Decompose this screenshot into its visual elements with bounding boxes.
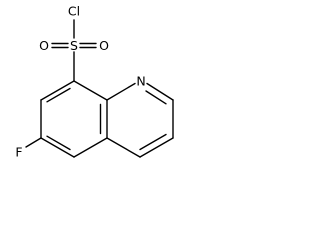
pyridine-ring bbox=[106, 82, 174, 158]
bond-c8-c8a bbox=[73, 80, 108, 101]
sulfonyl-chloride-group bbox=[51, 19, 97, 82]
chemical-structure: Cl S O O N F bbox=[15, 4, 174, 160]
bond-c3-c4 bbox=[139, 137, 174, 158]
bond-c8-c7-inner bbox=[46, 87, 71, 103]
atom-label-oxygen-right: O bbox=[99, 38, 109, 53]
bond-c8a-n bbox=[106, 82, 136, 101]
atom-label-sulfur: S bbox=[70, 38, 78, 53]
bond-c6-f bbox=[25, 137, 42, 148]
atom-label-nitrogen: N bbox=[136, 74, 145, 89]
benzene-ring bbox=[40, 80, 108, 158]
atom-label-fluorine: F bbox=[15, 145, 22, 160]
atom-label-chlorine: Cl bbox=[68, 4, 80, 19]
bond-c3-c4-inner bbox=[139, 133, 167, 151]
bond-n-c2 bbox=[146, 82, 174, 101]
bond-c6-c5-inner bbox=[46, 135, 71, 151]
bond-n-c2-inner bbox=[145, 90, 167, 105]
bond-c4-c4a bbox=[106, 137, 141, 158]
bond-c7-c8 bbox=[40, 80, 75, 101]
bond-c5-c6 bbox=[40, 137, 75, 158]
bond-c4a-c5 bbox=[73, 137, 108, 158]
atom-label-oxygen-left: O bbox=[39, 38, 49, 53]
